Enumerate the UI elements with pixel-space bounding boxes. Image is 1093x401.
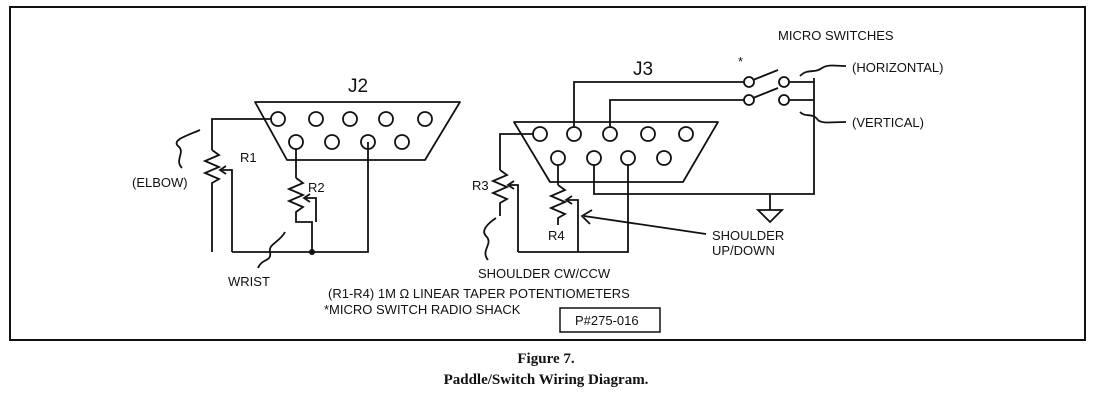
- j3-pin: [586, 150, 602, 166]
- j3-pin: [550, 150, 566, 166]
- pot-note: (R1-R4) 1M Ω LINEAR TAPER POTENTIOMETERS: [328, 286, 630, 301]
- j2-pin: [308, 111, 324, 127]
- r3-label: R3: [472, 178, 489, 193]
- j3-pin: [620, 150, 636, 166]
- j3-pin: [656, 150, 672, 166]
- asterisk-label: *: [738, 54, 743, 69]
- shoulder-up-down-label: UP/DOWN: [712, 243, 775, 258]
- switch-note: *MICRO SWITCH RADIO SHACK: [324, 302, 521, 317]
- horizontal-label: (HORIZONTAL): [852, 60, 943, 75]
- r2-label: R2: [308, 180, 325, 195]
- j3-label: J3: [633, 59, 653, 80]
- j2-pin: [394, 134, 410, 150]
- j3-pin: [602, 126, 618, 142]
- j3-wiring: [483, 64, 847, 261]
- j2-pin: [324, 134, 340, 150]
- j3-pin: [532, 126, 548, 142]
- j3-pin: [640, 126, 656, 142]
- j2-pin: [270, 111, 286, 127]
- switch-contact: [743, 76, 755, 88]
- shoulder-up-label: SHOULDER: [712, 228, 784, 243]
- wrist-label: WRIST: [228, 274, 270, 289]
- part-number-box: [559, 307, 661, 333]
- figure-number: Figure 7.: [517, 351, 574, 367]
- junction-dot: [309, 249, 315, 255]
- micro-switches-label: MICRO SWITCHES: [778, 28, 894, 43]
- r1-label: R1: [240, 150, 257, 165]
- figure-title: Paddle/Switch Wiring Diagram.: [444, 372, 649, 388]
- diagram-frame: [9, 6, 1086, 341]
- j3-pin: [678, 126, 694, 142]
- switch-contact: [778, 94, 790, 106]
- r4-resistor: [548, 184, 568, 225]
- j2-wiring: [175, 118, 369, 269]
- switch-contact: [743, 94, 755, 106]
- part-number: P#275-016: [575, 313, 639, 328]
- j2-pin: [417, 111, 433, 127]
- ground-symbol: [755, 209, 785, 224]
- r1-resistor: [202, 149, 222, 252]
- j3-pin: [566, 126, 582, 142]
- elbow-label: (ELBOW): [132, 175, 188, 190]
- switch-contact: [778, 76, 790, 88]
- j2-pin: [378, 111, 394, 127]
- r2-resistor: [286, 177, 313, 252]
- shoulder-cw-ccw-label: SHOULDER CW/CCW: [478, 266, 611, 281]
- j2-label: J2: [348, 76, 368, 97]
- vertical-label: (VERTICAL): [852, 115, 924, 130]
- r4-label: R4: [548, 228, 565, 243]
- j2-connector: [254, 101, 461, 161]
- j2-pin: [288, 134, 304, 150]
- j2-pin: [342, 111, 358, 127]
- r3-resistor: [490, 169, 510, 216]
- j3-connector: [513, 121, 719, 183]
